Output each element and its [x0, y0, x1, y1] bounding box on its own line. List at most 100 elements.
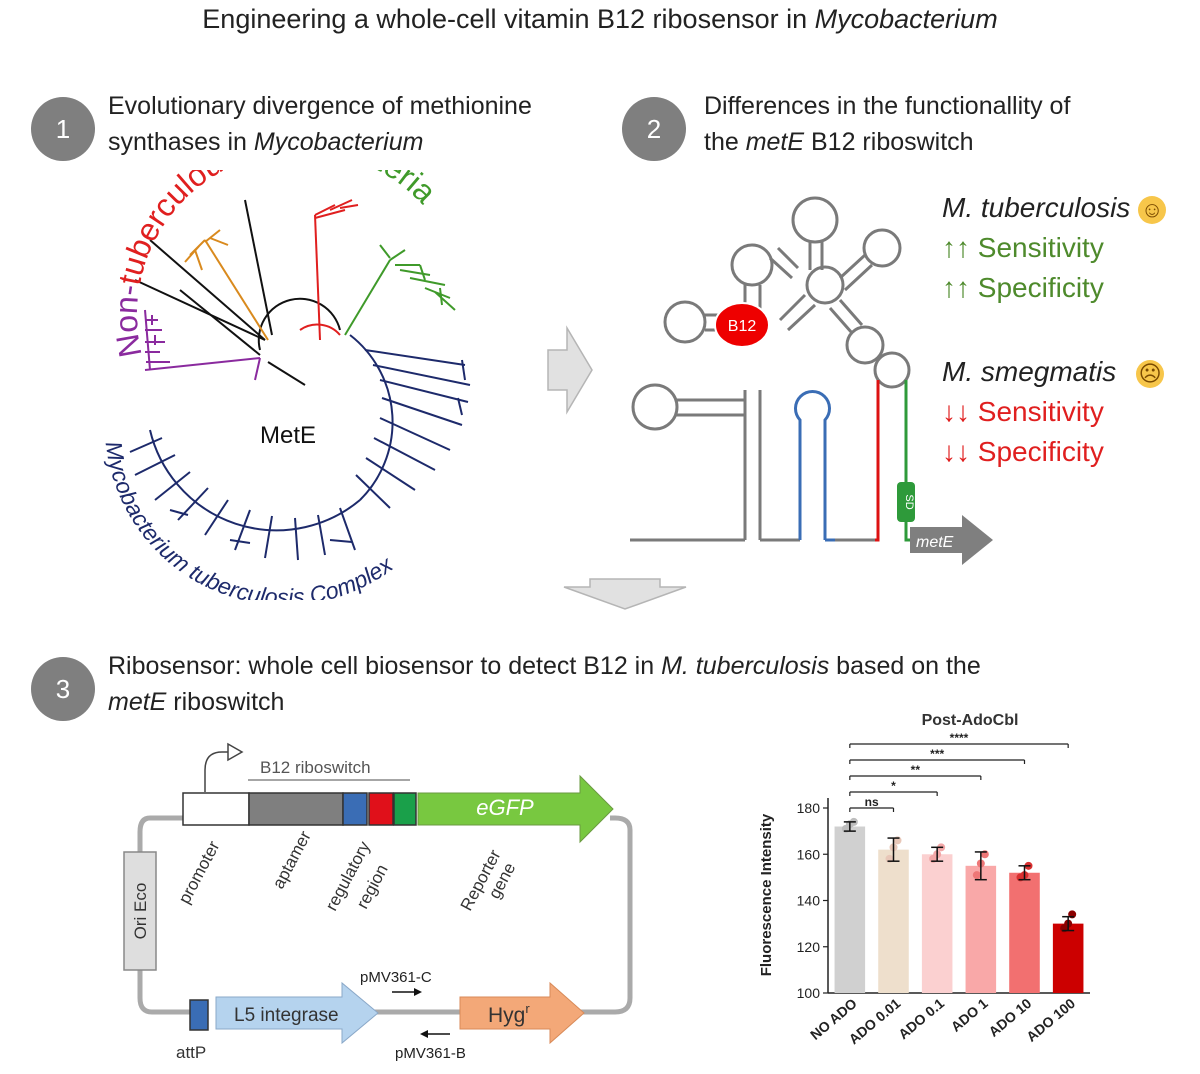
riboswitch-green-strand: [904, 380, 910, 542]
chart-bars: [834, 817, 1084, 993]
tree-label-top: Non-tuberculousmycobacteria: [108, 170, 444, 360]
attp-box: [189, 999, 209, 1031]
section-1-badge: 1: [31, 97, 95, 161]
riboswitch-label: B12 riboswitch: [260, 758, 371, 777]
egfp-arrow: [417, 774, 614, 844]
chart-title: Post-AdoCbl: [922, 712, 1019, 729]
significance-label: ns: [865, 795, 879, 809]
phylogenetic-tree: MetE Non-tuberculousmycobacteria Mycobac…: [101, 170, 471, 600]
flow-arrow-right: [547, 325, 593, 415]
page-title: Engineering a whole-cell vitamin B12 rib…: [0, 4, 1200, 35]
significance-label: ***: [930, 747, 944, 761]
section-2-line2: the metE B12 riboswitch: [704, 124, 1070, 160]
hyg-label: Hygr: [488, 1001, 530, 1027]
aptamer-box: [248, 792, 344, 826]
chart-y-label: Fluorescence Intensity: [758, 813, 775, 976]
promoter-label: promoter: [175, 838, 224, 907]
tree-black-branches: [134, 199, 341, 386]
mtb-specificity: ↑↑ Specificity: [942, 272, 1104, 303]
primer-b-label: pMV361-B: [395, 1045, 466, 1062]
y-tick-label: 180: [797, 800, 821, 816]
egfp-label: eGFP: [476, 795, 534, 820]
aptamer-label: aptamer: [269, 828, 315, 892]
section-3-line1-italic: M. tuberculosis: [661, 652, 830, 680]
b12-label: B12: [728, 318, 757, 335]
title-organism: Mycobacterium: [814, 4, 998, 34]
significance-label: ****: [950, 731, 969, 745]
section-3-line1-suffix: based on the: [829, 652, 981, 680]
primer-c-arrowhead: [414, 988, 422, 996]
tree-purple-clade: [144, 309, 261, 381]
riboswitch-structure: B12 SD metE: [630, 196, 993, 565]
primer-b-arrowhead: [420, 1030, 428, 1038]
riboswitch-blue-hairpin: [794, 390, 835, 542]
x-tick-label: ADO 100: [1023, 995, 1078, 1045]
riboswitch-gray-backbone: [630, 196, 940, 542]
promoter-arrow: [204, 751, 228, 792]
section-2-number: 2: [646, 113, 662, 144]
section-3-line2-italic: metE: [108, 688, 167, 716]
mtb-panel: M. tuberculosis ☺ ↑↑ Sensitivity ↑↑ Spec…: [942, 188, 1167, 308]
chart-axes: 100 120 140 160 180: [797, 798, 1090, 1001]
bar: [834, 826, 866, 993]
msm-sensitivity: ↓↓ Sensitivity: [942, 396, 1104, 427]
bar: [921, 854, 953, 993]
hyg-text: Hyg: [488, 1004, 525, 1027]
msm-title: M. smegmatis ☹: [942, 352, 1165, 392]
tree-label-tuberculous: tuberculous: [111, 170, 242, 288]
bar: [878, 849, 909, 993]
tree-red-clade: [299, 199, 359, 341]
data-point: [972, 871, 981, 880]
chart-significance: ns**********: [849, 731, 1069, 812]
section-2-line1: Differences in the functionallity of: [704, 92, 1071, 120]
bar: [965, 865, 997, 993]
mete-gene-label: metE: [916, 534, 954, 551]
flow-arrow-down: [563, 578, 687, 610]
section-1-number: 1: [55, 113, 71, 144]
promoter-box: [182, 792, 250, 826]
msm-name: M. smegmatis: [942, 356, 1117, 387]
msm-specificity: ↓↓ Specificity: [942, 436, 1104, 467]
section-1-line2: synthases in Mycobacterium: [108, 124, 532, 160]
section-1-line1: Evolutionary divergence of methionine: [108, 92, 532, 120]
section-3-heading: Ribosensor: whole cell biosensor to dete…: [108, 648, 981, 720]
regulatory-red-box: [368, 792, 394, 826]
plasmid-map: B12 riboswitch eGFP promoter aptamer reg…: [123, 742, 633, 1062]
ori-eco-box: [123, 851, 157, 971]
promoter-arrowhead: [227, 742, 244, 762]
section-1-line2-prefix: synthases in: [108, 128, 254, 156]
smile-icon: ☺: [1138, 195, 1167, 224]
mtb-sensitivity: ↑↑ Sensitivity: [942, 232, 1104, 263]
tree-navy-clade: [129, 334, 471, 561]
significance-label: **: [911, 763, 921, 777]
fluorescence-bar-chart: Post-AdoCbl Fluorescence Intensity 100 12…: [758, 712, 1090, 1047]
msm-panel: M. smegmatis ☹ ↓↓ Sensitivity ↓↓ Specifi…: [942, 352, 1165, 472]
x-tick-label: ADO 1: [948, 995, 991, 1035]
hyg-superscript: r: [525, 1001, 530, 1016]
tree-label-complex: Mycobacterium tuberculosis Complex: [101, 439, 399, 600]
section-3-line2: metE riboswitch: [108, 684, 981, 720]
mtb-title: M. tuberculosis ☺: [942, 188, 1167, 228]
x-tick-label: ADO 0.1: [895, 995, 947, 1042]
section-3-number: 3: [55, 673, 71, 704]
section-2-heading: Differences in the functionallity of the…: [704, 88, 1070, 160]
section-1-heading: Evolutionary divergence of methionine sy…: [108, 88, 532, 160]
l5-integrase-arrow: [215, 981, 379, 1045]
section-3-badge: 3: [31, 657, 95, 721]
mtb-name: M. tuberculosis: [942, 192, 1131, 223]
l5-integrase-label: L5 integrase: [234, 1005, 339, 1026]
section-3-line2-suffix: riboswitch: [166, 688, 285, 716]
y-tick-label: 100: [797, 985, 821, 1001]
section-3-line1: Ribosensor: whole cell biosensor to dete…: [108, 648, 981, 684]
sd-label: SD: [903, 494, 915, 509]
ori-eco-label: Ori Eco: [131, 883, 150, 940]
y-tick-label: 120: [797, 939, 821, 955]
tree-label-non: Non-: [108, 282, 149, 360]
hyg-arrow: [459, 981, 585, 1045]
section-3-line1-prefix: Ribosensor: whole cell biosensor to dete…: [108, 652, 662, 680]
y-tick-label: 140: [797, 893, 821, 909]
y-tick-label: 160: [797, 846, 821, 862]
tree-label-complex-path: Mycobacterium tuberculosis Complex: [101, 439, 399, 600]
attp-label: attP: [176, 1043, 206, 1062]
